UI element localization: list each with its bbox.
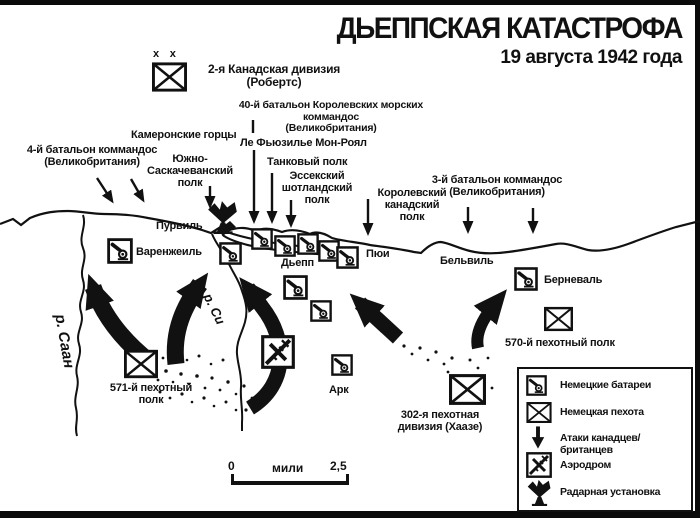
place-varengeville: Варенжеиль	[136, 246, 202, 258]
radar-icon	[526, 479, 553, 506]
attack-arrow-icon	[530, 426, 546, 450]
infantry-icon	[152, 62, 187, 92]
scale-unit: мили	[272, 461, 304, 475]
frame-right	[695, 0, 700, 518]
legend-item: Аэродром	[519, 452, 691, 476]
map-title: ДЬЕППСКАЯ КАТАСТРОФА	[336, 12, 684, 45]
scale-line	[231, 481, 349, 485]
legend-item: Радарная установка	[519, 479, 691, 503]
battery-icon	[274, 235, 296, 257]
battery-icon	[283, 275, 308, 300]
label-regiment570: 570-й пехотный полк	[505, 337, 615, 349]
battery-icon	[336, 246, 359, 269]
infantry-icon	[526, 402, 552, 423]
battery-icon	[297, 233, 319, 255]
radar-icon	[206, 200, 240, 234]
battery-icon	[331, 354, 353, 376]
scale-end: 2,5	[330, 459, 347, 473]
battery-icon	[219, 242, 242, 265]
label-regiment571: 571-й пехотный полк	[109, 382, 193, 407]
label-division302: 302-я пехотная дивизия (Хаазе)	[397, 409, 483, 434]
label-south-saskatchewan: Южно- Саскачеванский полк	[147, 153, 233, 190]
scale-tick-left	[231, 474, 234, 485]
label-royal-canadian: Королевский канадский полк	[377, 187, 447, 224]
scale-tick-right	[346, 474, 349, 485]
place-pourville: Пурвиль	[156, 220, 203, 232]
label-essex-scottish: Эссекский шотландский полк	[281, 170, 353, 207]
infantry-icon	[449, 374, 486, 405]
battery-icon	[526, 375, 547, 396]
battery-icon	[107, 238, 133, 264]
map-date: 19 августа 1942 года	[500, 47, 682, 68]
place-belleville: Бельвиль	[440, 255, 494, 267]
place-dieppe: Дьепп	[281, 257, 315, 269]
label-cameron: Камеронские горцы	[131, 129, 237, 141]
place-berneval: Берневаль	[544, 274, 603, 286]
river-saane	[74, 214, 86, 437]
label-commando4: 4-й батальон коммандос (Великобритания)	[26, 144, 158, 169]
battery-icon	[514, 267, 538, 291]
scale-start: 0	[228, 459, 235, 473]
airfield-icon	[261, 335, 295, 369]
place-arques: Арк	[329, 384, 349, 396]
infantry-icon	[544, 306, 573, 332]
legend-item: Немецкие батареи	[519, 375, 691, 399]
legend-item: Немецкая пехота	[519, 402, 691, 426]
label-commando3: 3-й батальон коммандос (Великобритания)	[431, 174, 563, 199]
legend: Немецкие батареи Немецкая пехота Атаки к…	[517, 367, 693, 512]
label-division2: 2-я Канадская дивизия (Робертс)	[207, 62, 341, 90]
label-fusiliers: Ле Фьюзилье Мон-Роял	[240, 137, 367, 149]
place-puys: Пюи	[366, 248, 390, 260]
river-saane-label: р. Саан	[51, 313, 78, 370]
battery-icon	[251, 228, 273, 250]
frame-bottom	[0, 511, 700, 518]
infantry-icon	[124, 349, 158, 379]
battery-icon	[310, 300, 332, 322]
river-scie-label: р. Си	[200, 291, 229, 327]
label-marines40: 40-й батальон Королевских морских комман…	[238, 99, 424, 135]
title-block: ДЬЕППСКАЯ КАТАСТРОФА 19 августа 1942 год…	[300, 12, 684, 69]
label-tank-regiment: Танковый полк	[267, 156, 348, 168]
frame-top	[0, 0, 700, 5]
airfield-icon	[526, 452, 552, 478]
legend-item: Атаки канадцев/британцев	[519, 426, 691, 456]
division2-size-marks: x x	[153, 48, 176, 60]
